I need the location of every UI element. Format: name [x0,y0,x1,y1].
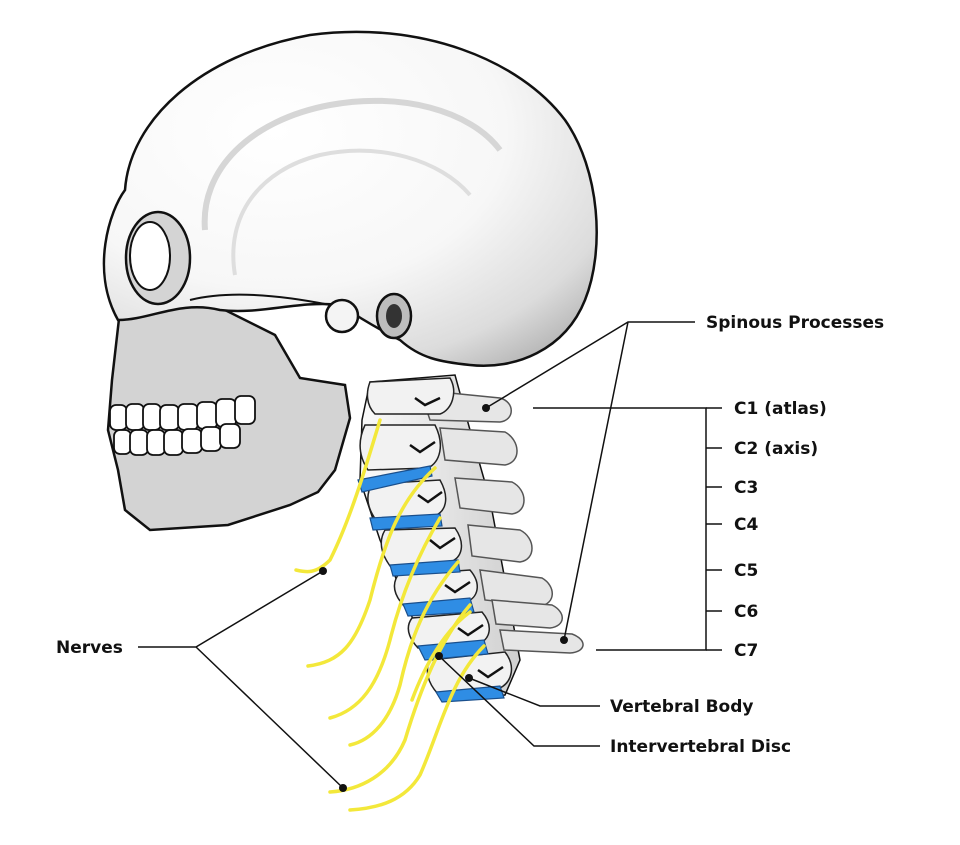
leader-vertebral-body [468,677,600,707]
vertebral-bodies [359,377,513,695]
vertebra-c1 [366,377,455,415]
leader-dots [319,404,568,792]
leader-nerves [138,570,344,789]
mandibular-condyle [324,298,360,334]
spinous-process-c4 [467,524,533,563]
disc-c4-c5 [389,559,461,577]
labels: Spinous Processes C1 (atlas) C2 (axis) C… [56,313,884,757]
label-intervertebral-disc: Intervertebral Disc [610,737,791,757]
vertebra-bracket [533,407,707,651]
skull [102,30,598,532]
spinous-process-c2 [439,427,518,466]
label-nerves: Nerves [56,638,123,658]
nerve-4 [348,560,460,747]
disc-c3-c4 [369,513,443,531]
nerve-7 [410,610,472,702]
lower-teeth [113,423,241,456]
label-spinous-processes: Spinous Processes [706,313,884,333]
nerves [294,418,486,812]
label-c3: C3 [734,478,758,498]
leader-spinous-processes [485,321,695,641]
spinous-process-c5 [479,569,553,607]
label-c1: C1 (atlas) [734,399,827,419]
disc-c7-t1 [434,685,505,703]
ear-canal-hole [386,304,402,328]
label-c2: C2 (axis) [734,439,818,459]
disc-c2-c3 [357,465,433,493]
leader-lines [138,321,722,789]
leader-intervertebral-disc [438,655,600,747]
spinous-process-c6 [491,599,563,629]
spinous-process-c3 [454,477,525,515]
nerve-5 [328,603,472,794]
nerve-1 [294,418,382,574]
cervical-spine [357,374,584,703]
temporal-line-inner [231,148,472,276]
label-c4: C4 [734,515,758,535]
orbit-inner [129,221,171,291]
intervertebral-discs [357,465,505,703]
vertebra-ticks [706,407,722,651]
spinous-process-c7 [499,629,584,654]
zygomatic-arch [189,293,331,306]
disc-c5-c6 [402,597,475,617]
cranium [102,30,598,367]
label-c6: C6 [734,602,758,622]
nerve-2 [306,466,437,668]
spinous-processes [418,389,584,654]
nerve-3 [328,516,442,720]
label-vertebral-body: Vertebral Body [610,697,753,717]
label-c7: C7 [734,641,758,661]
nerve-6 [348,644,486,812]
label-c5: C5 [734,561,758,581]
temporal-line [201,97,503,231]
facet-marks [409,396,504,679]
